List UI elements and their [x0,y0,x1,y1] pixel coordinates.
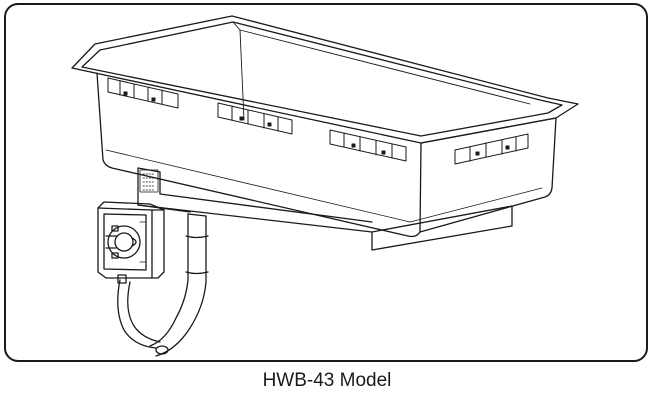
figure-frame [4,3,648,362]
mounting-clips [107,77,529,165]
pan-body [71,15,579,238]
clip-group-1 [107,77,179,109]
controller-box [97,201,165,284]
clip-group-2 [217,102,293,135]
vent-grille [139,169,159,193]
well-unit-drawing [71,15,579,357]
clip-group-4 [454,133,529,165]
figure-caption: HWB-43 Model [262,370,392,391]
drain-pipe [149,213,209,357]
clip-group-3 [329,129,407,162]
hose [117,279,161,349]
